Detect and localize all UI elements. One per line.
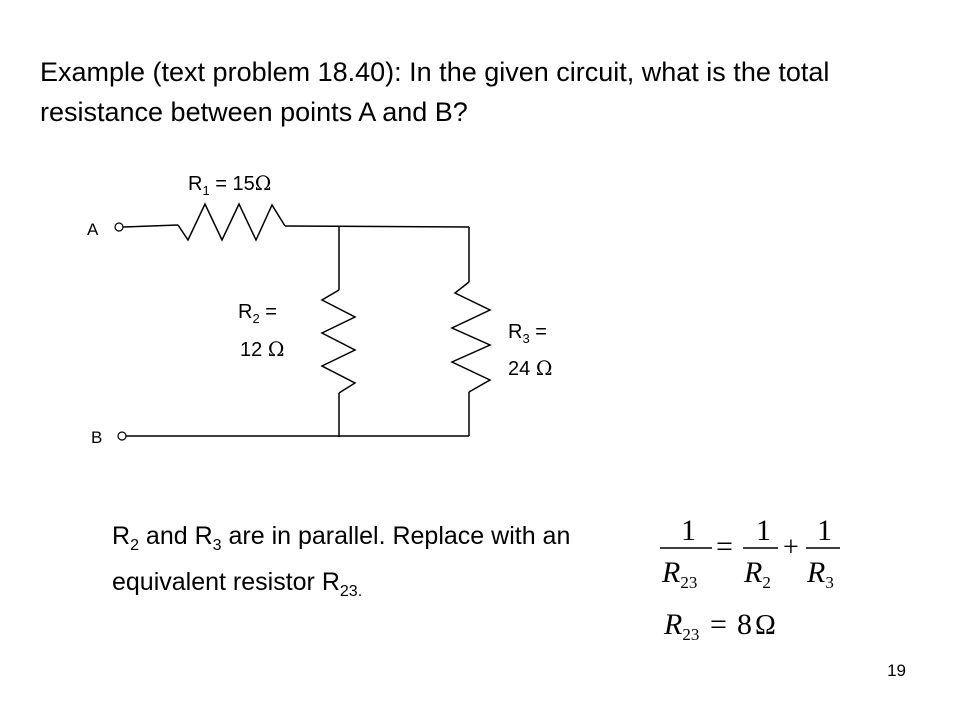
explanation-text: R2 and R3 are in parallel. Replace with … bbox=[112, 522, 571, 600]
r2-label: R2 = bbox=[238, 301, 277, 326]
r3-label: R3 = bbox=[508, 321, 547, 346]
slide-title: Example (text problem 18.40): In the giv… bbox=[40, 57, 830, 127]
eq-plus: + bbox=[783, 532, 799, 563]
terminal-a-label: A bbox=[87, 220, 99, 239]
eq-denominator-r23: R23 bbox=[661, 556, 697, 592]
eq-numerator-1: 1 bbox=[681, 514, 696, 547]
terminal-b-node bbox=[117, 431, 127, 441]
result-unit: Ω bbox=[755, 610, 776, 641]
resistor-r2 bbox=[320, 289, 357, 394]
wire-a-r1 bbox=[122, 224, 179, 228]
result-r23: R23 bbox=[663, 608, 699, 644]
resistor-r1 bbox=[177, 202, 286, 242]
eq-denominator-r3: R3 bbox=[806, 556, 834, 592]
wire-top bbox=[284, 225, 470, 228]
terminal-b-label: B bbox=[91, 428, 102, 447]
terminal-a-node bbox=[114, 222, 124, 232]
eq-numerator-2: 1 bbox=[756, 514, 771, 547]
r2-value: 12 Ω bbox=[240, 337, 284, 361]
result-equals: = bbox=[710, 608, 727, 641]
result-value: 8 bbox=[737, 608, 752, 641]
page-number: 19 bbox=[887, 661, 906, 680]
parallel-equation: 1 R23 = 1 R2 + 1 R3 bbox=[660, 514, 840, 592]
result-equation: R23 = 8 Ω bbox=[663, 608, 776, 644]
eq-denominator-r2: R2 bbox=[743, 556, 771, 592]
eq-numerator-3: 1 bbox=[817, 514, 832, 547]
r1-label: R1 = 15Ω bbox=[188, 171, 271, 198]
eq-equals-1: = bbox=[716, 530, 733, 563]
r3-value: 24 Ω bbox=[508, 356, 552, 380]
resistor-r3 bbox=[450, 281, 492, 393]
